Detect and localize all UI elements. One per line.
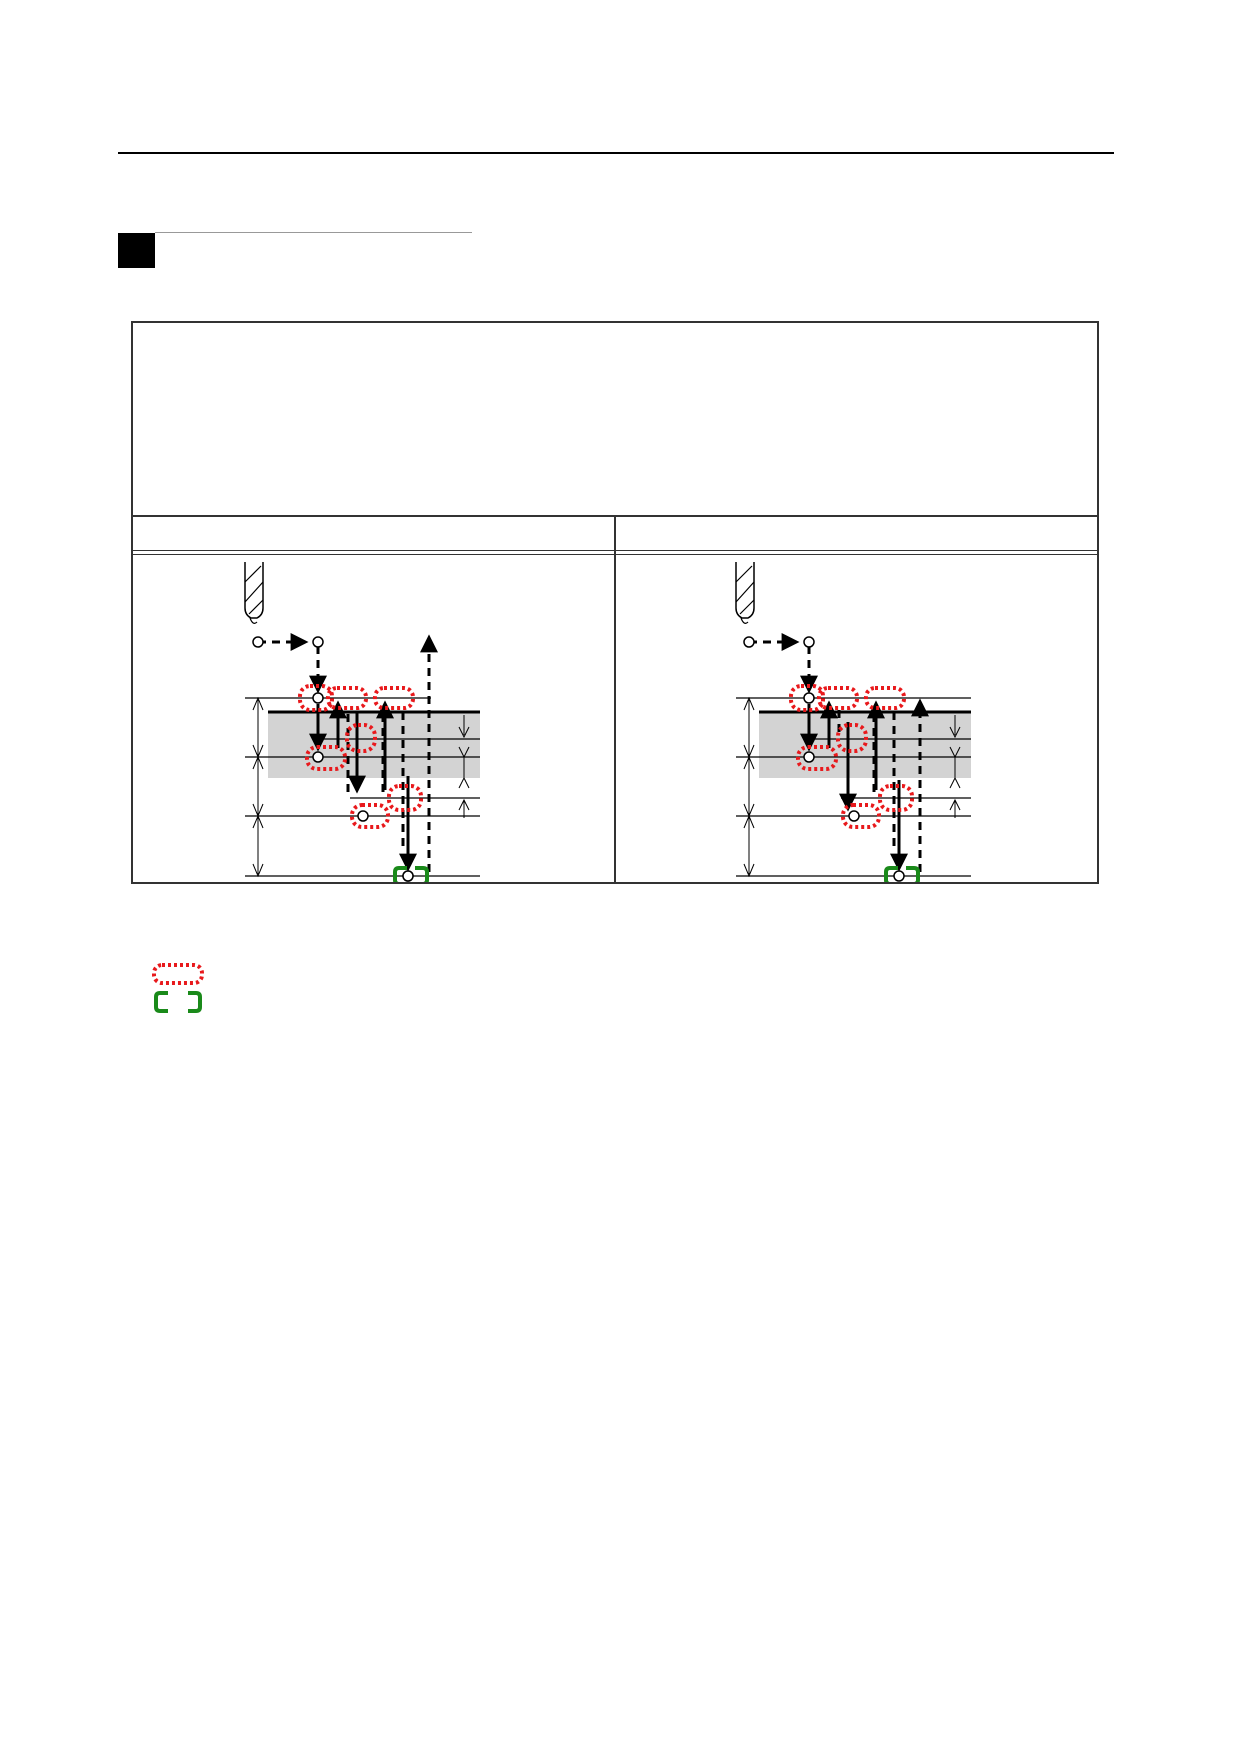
top-rule — [118, 152, 1114, 154]
red-dotted-marker — [373, 686, 415, 710]
path-point — [743, 636, 755, 648]
dimension-arrow — [949, 746, 961, 789]
left-drill-cycle-diagram — [244, 562, 480, 882]
dimension-arrow — [458, 746, 470, 789]
red-dotted-marker — [878, 784, 914, 812]
green-bracket-marker — [393, 866, 429, 882]
red-dotted-marker — [387, 784, 423, 812]
dimension-tick — [743, 696, 755, 878]
column-divider — [614, 515, 616, 884]
path-point — [252, 636, 264, 648]
red-dotted-marker — [298, 684, 334, 712]
red-dotted-marker — [350, 803, 390, 829]
path-point — [803, 751, 815, 763]
red-dotted-marker — [796, 745, 838, 771]
right-drill-cycle-diagram — [735, 562, 971, 882]
square-bullet-icon — [118, 233, 155, 268]
path-point — [312, 636, 324, 648]
dimension-tick — [252, 696, 264, 878]
path-point — [803, 636, 815, 648]
red-dotted-marker — [817, 686, 859, 710]
path-point — [312, 692, 324, 704]
red-dotted-marker — [789, 684, 825, 712]
drill-bit-icon — [244, 562, 264, 624]
section-underline — [155, 232, 472, 233]
red-dotted-marker — [841, 803, 881, 829]
red-dotted-marker — [345, 723, 377, 753]
green-bracket-icon — [154, 991, 202, 1013]
path-point — [312, 751, 324, 763]
dimension-arrow — [458, 715, 470, 739]
path-point — [402, 870, 414, 882]
red-dotted-marker — [305, 745, 347, 771]
red-dotted-marker — [326, 686, 368, 710]
dimension-arrow — [458, 798, 470, 818]
path-point — [803, 692, 815, 704]
dimension-arrow — [949, 715, 961, 739]
red-dotted-marker — [836, 723, 868, 753]
green-bracket-marker — [884, 866, 920, 882]
drill-bit-icon — [735, 562, 755, 624]
dimension-arrow — [949, 798, 961, 818]
red-dotted-marker — [864, 686, 906, 710]
path-point — [848, 810, 860, 822]
path-point — [893, 870, 905, 882]
red-dotted-rounded-rect-icon — [152, 963, 204, 985]
path-point — [357, 810, 369, 822]
